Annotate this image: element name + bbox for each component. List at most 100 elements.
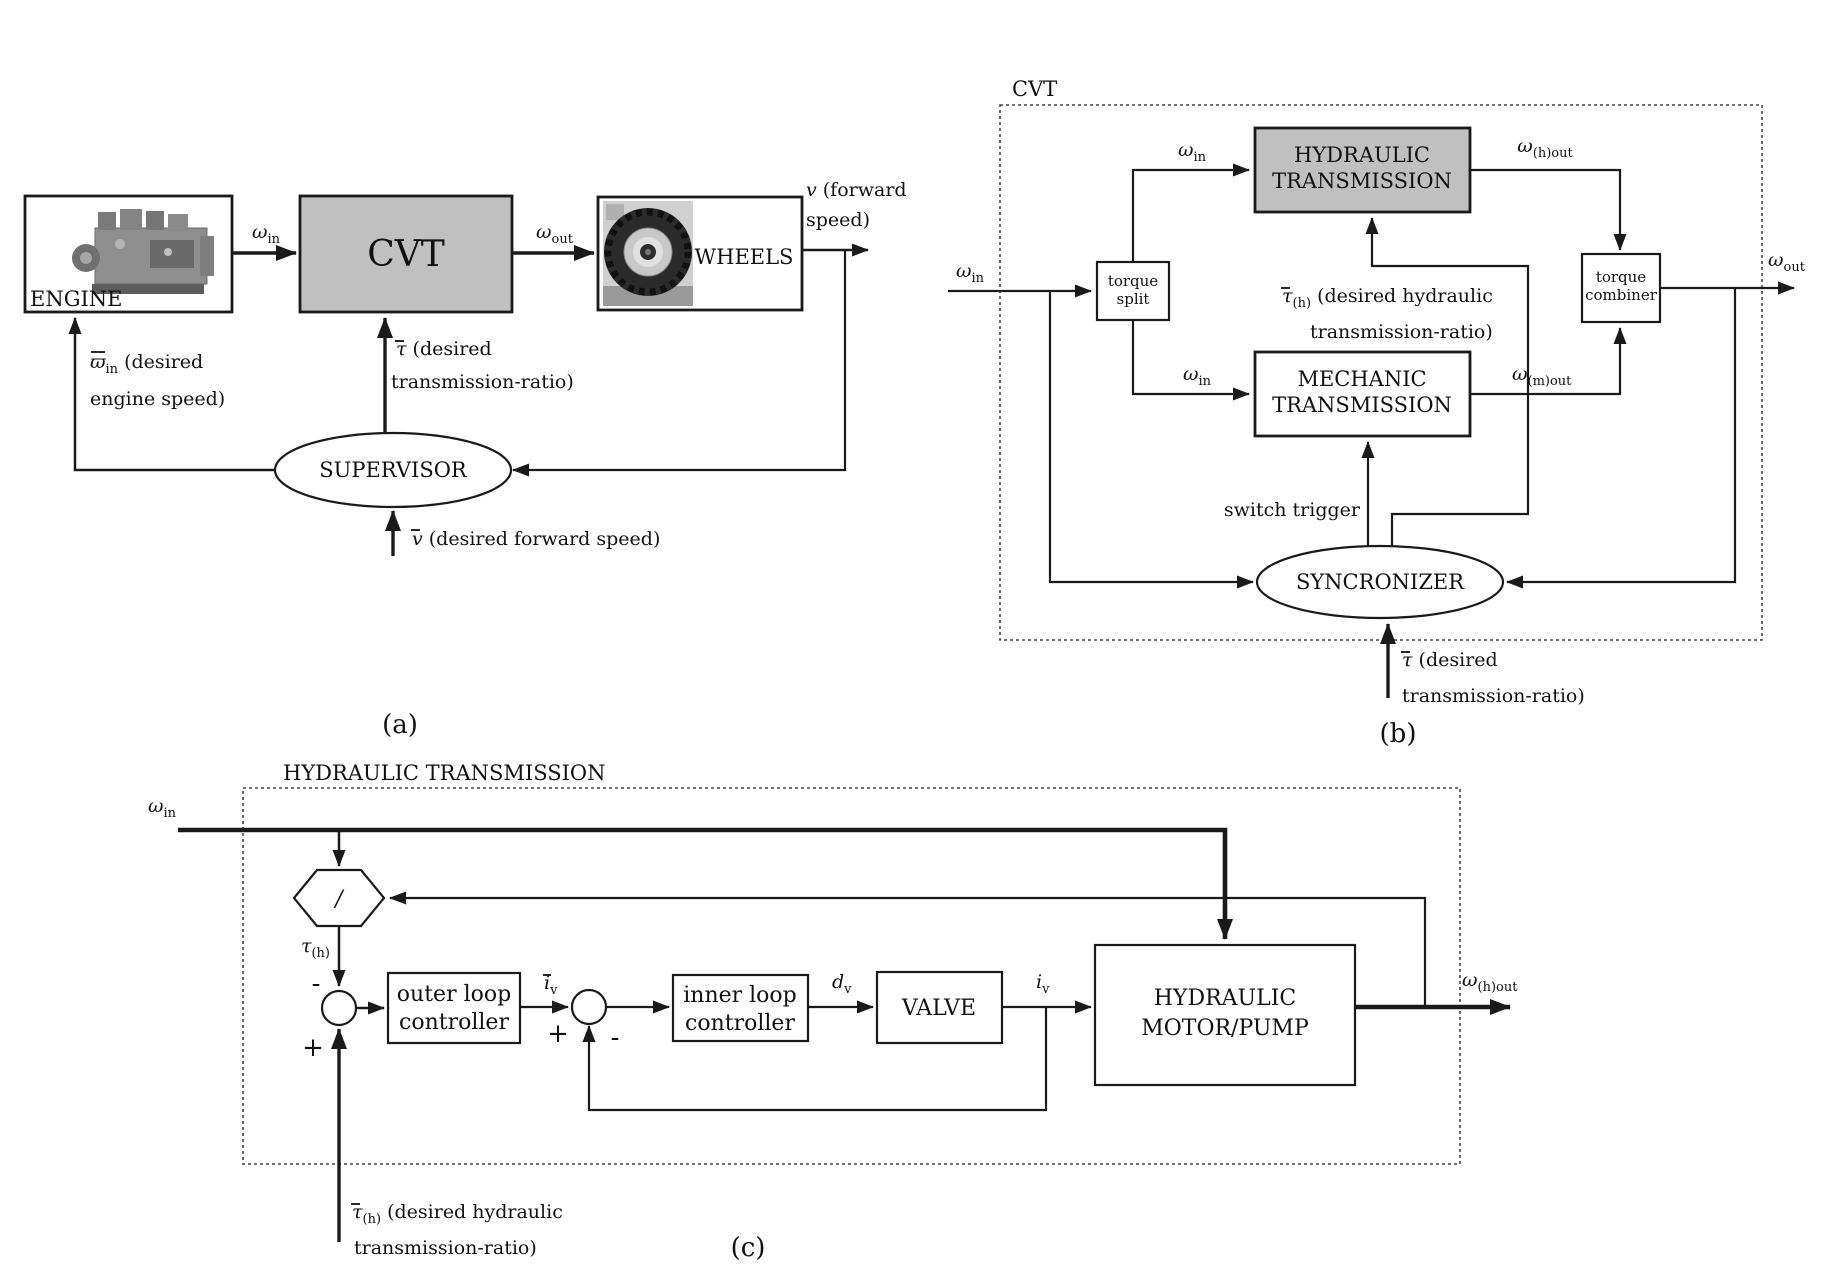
- motor-pump-label-2: MOTOR/PUMP: [1141, 1016, 1309, 1041]
- tire-tread: [604, 208, 692, 296]
- line-c-omega-in-to-motor: [178, 827, 1233, 940]
- label-i-v-desired: iv: [544, 972, 558, 998]
- hydraulic-transmission-label-1: HYDRAULIC: [1294, 143, 1430, 167]
- syncronizer-label: SYNCRONIZER: [1296, 570, 1465, 594]
- torque-split-box: [1095, 260, 1171, 322]
- label-b-omega-in-entry: ωin: [956, 260, 985, 286]
- label-engine-speed-2: engine speed): [90, 388, 225, 410]
- label-tau-h-desired-2: transmission-ratio): [1310, 321, 1493, 343]
- engine-part: [120, 209, 142, 230]
- torque-combiner-box: [1580, 252, 1662, 324]
- label-tau-h: τ(h): [301, 935, 330, 961]
- label-b-omega-in-top: ωin: [1178, 139, 1207, 165]
- label-b-omega-out: ωout: [1768, 249, 1806, 275]
- feedback-i-v-to-sum2: [582, 1007, 1048, 1112]
- feedback-output-to-divider: [389, 891, 1427, 1007]
- label-c-omega-hout: ω(h)out: [1462, 969, 1518, 995]
- feedback-v-to-supervisor: [512, 250, 847, 477]
- engine-label: ENGINE: [30, 287, 122, 311]
- engine-part: [98, 212, 116, 230]
- engine-part: [146, 211, 164, 230]
- outer-loop-label-1: outer loop: [397, 982, 511, 1007]
- line-split-to-mechanic: [1131, 320, 1250, 401]
- caption-a: (a): [382, 710, 418, 740]
- engine-highlight: [115, 239, 125, 249]
- hydraulic-motor-pump-box: [1093, 943, 1357, 1087]
- caption-c: (c): [731, 1233, 766, 1263]
- cvt-label: CVT: [367, 234, 445, 275]
- label-v-desired: v (desired forward speed): [412, 528, 660, 550]
- label-b-omega-in-mid: ωin: [1183, 363, 1212, 389]
- sum2-plus-sign: +: [547, 1019, 569, 1049]
- label-b-tau-desired-1: τ (desired: [1402, 649, 1498, 671]
- divide-symbol: /: [333, 887, 345, 912]
- label-tau-h-desired-1: τ(h) (desired hydraulic: [1282, 285, 1493, 311]
- label-omega-in: ωin: [252, 221, 281, 247]
- hydraulic-transmission-label-2: TRANSMISSION: [1272, 169, 1452, 193]
- valve-label: VALVE: [901, 996, 976, 1021]
- panel-a: ENGINE ωin CVT ωout WHEELS v (forward sp…: [23, 179, 907, 740]
- cvt-box: [298, 194, 514, 314]
- outer-loop-label-2: controller: [399, 1010, 509, 1035]
- engine-fan-hub: [80, 252, 92, 264]
- tire-photo-patch: [606, 204, 624, 220]
- engine-rail: [92, 284, 204, 294]
- mechanic-transmission-label-1: MECHANIC: [1297, 367, 1426, 391]
- label-i-v: iv: [1036, 971, 1050, 997]
- engine-highlight: [164, 248, 172, 256]
- feedback-omega-out-to-syncronizer: [1506, 288, 1737, 589]
- panel-c: HYDRAULIC TRANSMISSION ωin / τ(h) - + τ(…: [148, 761, 1518, 1263]
- label-c-tau-h-desired-2: transmission-ratio): [354, 1237, 537, 1259]
- tractor-tire-photo: [603, 201, 693, 306]
- branch-omega-in-to-syncronizer: [1048, 291, 1254, 589]
- label-omega-mout: ω(m)out: [1512, 363, 1572, 389]
- hydraulic-transmission-title: HYDRAULIC TRANSMISSION: [283, 761, 606, 785]
- line-split-to-hydraulic: [1131, 163, 1250, 262]
- hydraulic-transmission-box: [1253, 126, 1472, 214]
- sum1-plus-sign: +: [302, 1033, 324, 1063]
- label-switch-trigger: switch trigger: [1224, 499, 1361, 521]
- cvt-border-label: CVT: [1012, 77, 1057, 101]
- label-tau-desired-1: τ (desired: [396, 338, 492, 360]
- motor-pump-label-1: HYDRAULIC: [1154, 986, 1296, 1011]
- mechanic-transmission-label-2: TRANSMISSION: [1272, 393, 1452, 417]
- torque-split-label-1: torque: [1108, 272, 1158, 290]
- mechanic-transmission-box: [1253, 350, 1472, 438]
- valve-box: [875, 970, 1004, 1045]
- label-engine-speed-1: ϖin (desired: [90, 351, 203, 377]
- panel-b: CVT ωin torque split ωin HYDRAULIC TRANS…: [948, 77, 1806, 749]
- inner-loop-label-2: controller: [685, 1011, 795, 1036]
- label-v-forward-1: v (forward: [806, 179, 907, 201]
- label-c-tau-h-desired-1: τ(h) (desired hydraulic: [352, 1201, 563, 1227]
- label-tau-desired-2: transmission-ratio): [391, 371, 574, 393]
- sum-junction-2: [570, 988, 608, 1026]
- divider-hexagon: [292, 868, 386, 928]
- tire-hub-center: [645, 249, 651, 255]
- caption-b: (b): [1380, 719, 1417, 749]
- line-mechanic-to-combiner: [1470, 327, 1627, 396]
- hydraulic-dashed-border: [242, 787, 1461, 1165]
- engine-part: [168, 214, 188, 231]
- engine-photo: [72, 209, 214, 294]
- inner-loop-controller-box: [671, 973, 810, 1043]
- cvt-dashed-border: [999, 104, 1763, 641]
- syncronizer-ellipse: [1255, 544, 1505, 620]
- torque-combiner-label-2: combiner: [1585, 286, 1658, 304]
- wheels-label: WHEELS: [695, 245, 794, 269]
- engine-part: [150, 240, 194, 268]
- label-b-tau-desired-2: transmission-ratio): [1402, 685, 1585, 707]
- sum1-minus-sign: -: [312, 969, 321, 999]
- label-v-forward-2: speed): [806, 209, 870, 231]
- engine-part: [200, 236, 214, 276]
- torque-split-label-2: split: [1117, 290, 1150, 308]
- outer-loop-controller-box: [386, 971, 522, 1045]
- sum-junction-1: [320, 989, 358, 1027]
- supervisor-label: SUPERVISOR: [319, 458, 468, 482]
- line-hydraulic-to-combiner: [1470, 168, 1627, 251]
- line-tau-h-to-hydraulic: [1365, 217, 1530, 547]
- label-c-omega-in: ωin: [148, 795, 177, 821]
- inner-loop-label-1: inner loop: [683, 983, 797, 1008]
- label-omega-out: ωout: [536, 221, 574, 247]
